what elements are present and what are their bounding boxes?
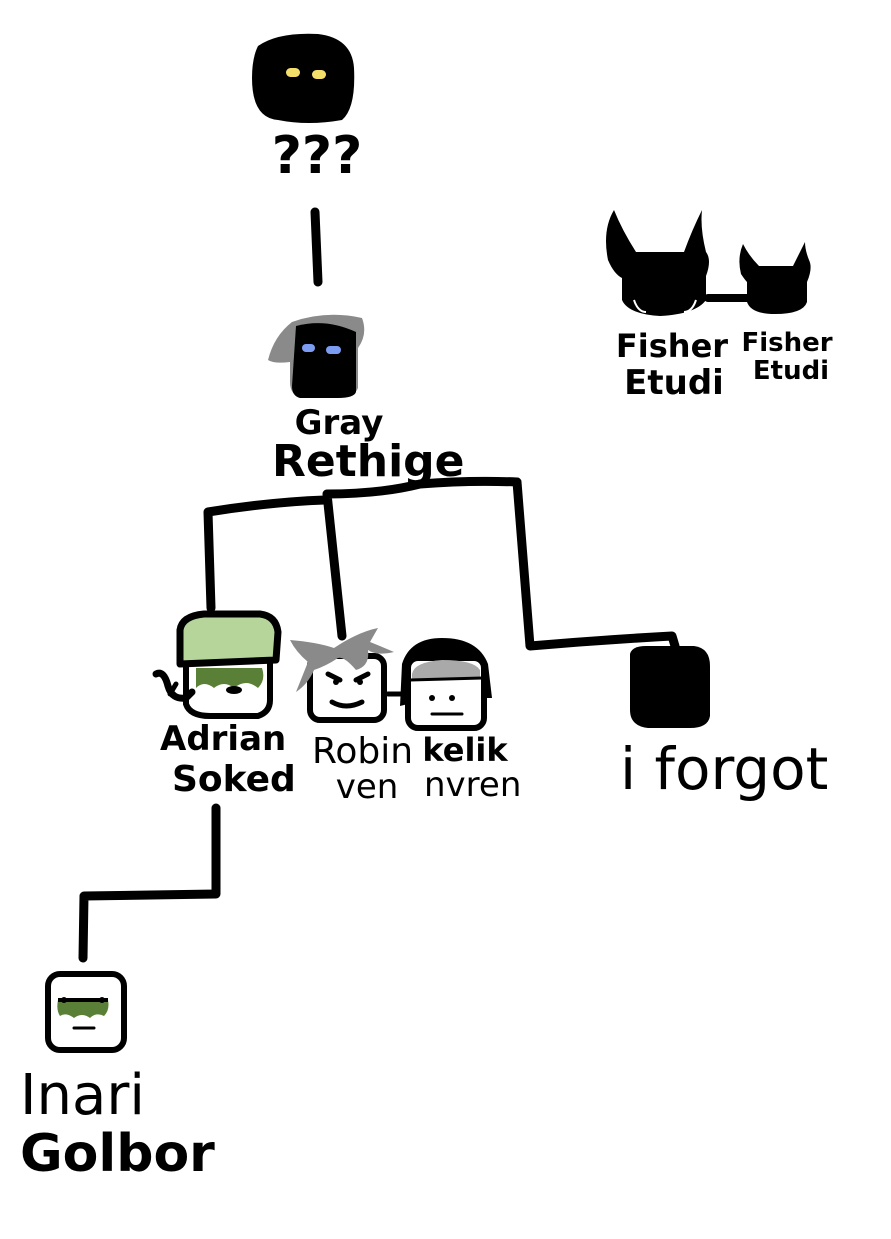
node-kelik-name-line2: nvren [424, 765, 522, 805]
node-gray-face [268, 314, 365, 398]
node-fisher1-name-line2: Etudi [624, 363, 724, 403]
node-fisher2-name-line2: Etudi [752, 356, 830, 386]
node-adrian-name-line1: Adrian [160, 719, 287, 759]
node-fisher2-name-line1: Fisher [741, 328, 833, 358]
eye-icon [302, 344, 315, 352]
node-fisher1-name-line1: Fisher [615, 327, 729, 365]
eye-icon [326, 346, 341, 354]
node-robin-name-line2: ven [335, 767, 399, 807]
edge-unknown-gray [310, 207, 323, 287]
edge-gray-robin [322, 476, 522, 641]
node-fisher1-face [606, 210, 709, 316]
edge-gray-adrian [203, 495, 330, 613]
node-kelik-name-line1: kelik [422, 731, 508, 769]
node-unknown-name: ??? [271, 126, 363, 186]
node-adrian-face [152, 610, 282, 719]
node-adrian-name-line2: Soked [172, 759, 296, 800]
node-gray-name-line1: Gray [294, 403, 384, 443]
node-robin-name-line1: Robin [312, 731, 414, 772]
eye-icon [286, 68, 300, 77]
eye-icon [312, 70, 326, 79]
node-forgot-name: i forgot [620, 735, 829, 803]
node-inari-face [45, 971, 127, 1053]
edge-adrian-inari [78, 803, 221, 963]
node-inari-name-line2: Golbor [20, 1124, 215, 1184]
node-gray-name-line2: Rethige [272, 436, 465, 487]
node-robin-face [290, 628, 394, 723]
node-forgot-face [630, 646, 710, 728]
node-kelik-face [400, 638, 492, 731]
node-inari-name-line1: Inari [20, 1063, 145, 1128]
node-fisher2-face [739, 242, 811, 314]
edge-gray-forgot [512, 477, 680, 651]
node-unknown-face [252, 33, 355, 123]
